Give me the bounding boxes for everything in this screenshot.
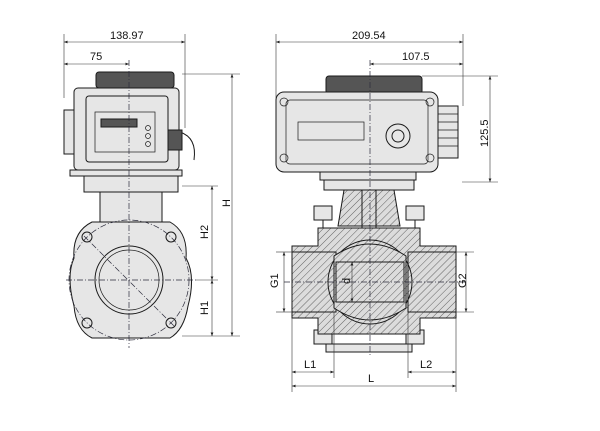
dim-H2: H2: [199, 225, 211, 239]
front-bracket: [323, 179, 415, 235]
dim-L: L: [368, 373, 374, 385]
dim-G1: G1: [269, 273, 281, 288]
dim-overall-width-right: 209.54: [352, 30, 386, 42]
side-view: 138.97 75 H H2 H1: [63, 30, 240, 348]
dim-actuator-height: 125.5: [479, 119, 491, 147]
dim-H: H: [221, 199, 233, 207]
front-view: 209.54 107.5 125.5 G1 G2 d L1 L2 L: [269, 30, 498, 392]
dim-H1: H1: [199, 301, 211, 315]
dim-L1: L1: [304, 359, 316, 371]
side-flange-body: [66, 60, 196, 348]
side-bracket: [83, 175, 179, 223]
dim-overall-width-left: 138.97: [110, 30, 144, 42]
dim-d: d: [341, 278, 353, 284]
dim-L2: L2: [420, 359, 432, 371]
dim-G2: G2: [457, 273, 469, 288]
front-actuator: [275, 75, 459, 181]
dim-offset-left: 75: [90, 51, 102, 63]
dim-offset-right: 107.5: [402, 51, 430, 63]
side-actuator: [63, 71, 195, 177]
